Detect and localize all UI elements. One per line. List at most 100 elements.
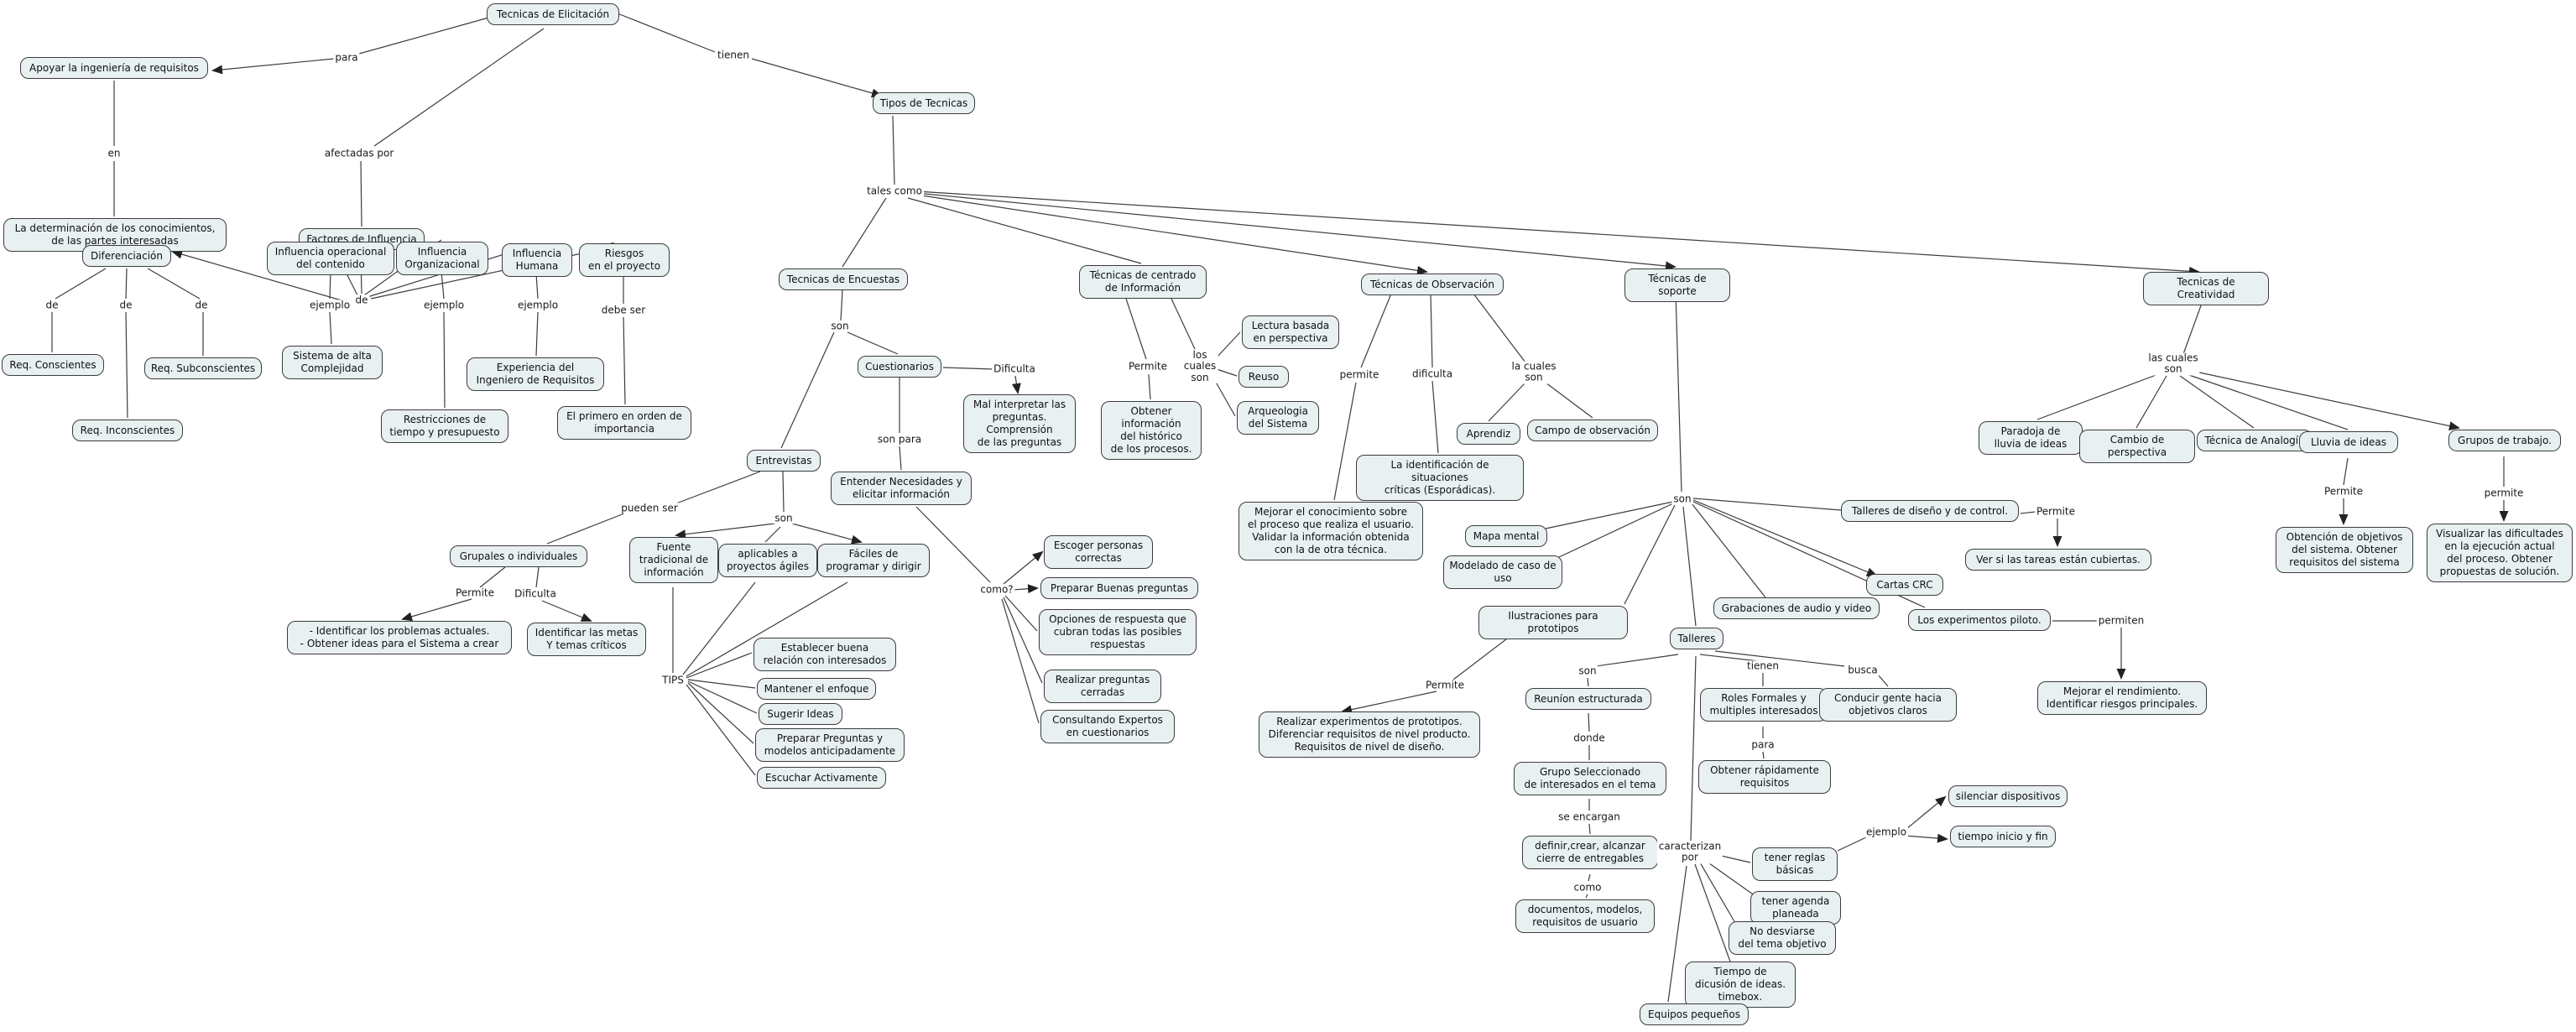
link-label-de-2[interactable]: de — [117, 299, 134, 311]
node-ilustraciones-prototipos[interactable]: Ilustraciones para prototipos — [1478, 606, 1628, 639]
node-definir-crear[interactable]: definir,crear, alcanzar cierre de entreg… — [1522, 836, 1658, 869]
link-label-los-cuales-son[interactable]: los cuales son — [1181, 348, 1218, 384]
node-identificar-metas[interactable]: Identificar las metas Y temas críticos — [527, 623, 646, 656]
node-mapa-mental[interactable]: Mapa mental — [1465, 525, 1547, 547]
node-preparar-preguntas-modelos[interactable]: Preparar Preguntas y modelos anticipadam… — [755, 728, 905, 762]
link-label-ejemplo-1[interactable]: ejemplo — [307, 299, 352, 311]
link-label-las-cuales-son[interactable]: las cuales son — [2146, 352, 2200, 376]
link-label-permite-grupos[interactable]: permite — [2482, 487, 2526, 499]
link-label-de-3[interactable]: de — [193, 299, 210, 311]
node-modelado-caso-uso[interactable]: Modelado de caso de uso — [1443, 555, 1562, 589]
node-riesgos-proyecto[interactable]: Riesgos en el proyecto — [579, 243, 670, 277]
link-label-para-roles[interactable]: para — [1749, 738, 1776, 751]
node-tecnicas-observacion[interactable]: Técnicas de Observación — [1361, 274, 1504, 295]
node-no-desviarse[interactable]: No desviarse del tema objetivo — [1729, 921, 1836, 955]
link-label-ejemplo-reglas[interactable]: ejemplo — [1864, 826, 1909, 838]
node-tener-agenda-planeada[interactable]: tener agenda planeada — [1750, 891, 1841, 925]
link-label-para[interactable]: para — [333, 51, 360, 64]
node-obtencion-objetivos[interactable]: Obtención de objetivos del sistema. Obte… — [2276, 527, 2413, 573]
node-lectura-perspectiva[interactable]: Lectura basada en perspectiva — [1242, 315, 1339, 349]
link-label-ejemplo-3[interactable]: ejemplo — [515, 299, 561, 311]
node-talleres[interactable]: Talleres — [1670, 628, 1723, 649]
node-tipos-de-tecnicas[interactable]: Tipos de Tecnicas — [873, 92, 975, 114]
node-tecnicas-soporte[interactable]: Técnicas de soporte — [1624, 268, 1730, 302]
link-label-permite-lluvia[interactable]: Permite — [2322, 485, 2365, 498]
node-realizar-preguntas-cerradas[interactable]: Realizar preguntas cerradas — [1044, 670, 1161, 703]
node-mal-interpretar[interactable]: Mal interpretar las preguntas. Comprensi… — [963, 394, 1076, 453]
link-label-en[interactable]: en — [106, 147, 123, 159]
link-label-tales-como[interactable]: tales como — [865, 185, 924, 197]
link-label-como-definir[interactable]: como — [1572, 881, 1603, 894]
node-aprendiz[interactable]: Aprendiz — [1457, 423, 1520, 445]
node-tecnicas-centrado-informacion[interactable]: Técnicas de centrado de Información — [1079, 265, 1207, 299]
link-label-ejemplo-2[interactable]: ejemplo — [421, 299, 467, 311]
node-reunion-estructurada[interactable]: Reuníon estructurada — [1525, 688, 1651, 710]
link-label-donde[interactable]: donde — [1572, 732, 1607, 744]
link-label-son-talleres[interactable]: son — [1577, 665, 1598, 677]
node-req-conscientes[interactable]: Req. Conscientes — [2, 354, 104, 376]
link-label-como-cuestionarios[interactable]: como? — [978, 583, 1015, 596]
link-label-dificulta-grupales[interactable]: Dificulta — [513, 587, 558, 600]
link-label-de-factores[interactable]: de — [353, 294, 370, 306]
node-identificacion-criticas[interactable]: La identificación de situaciones crítica… — [1356, 455, 1524, 501]
node-entrevistas[interactable]: Entrevistas — [747, 450, 821, 472]
link-label-son-soporte[interactable]: son — [1671, 493, 1693, 505]
node-cartas-crc[interactable]: Cartas CRC — [1866, 574, 1943, 596]
node-tecnica-analogia[interactable]: Técnica de Analogía — [2197, 430, 2313, 451]
node-tiempo-discusion[interactable]: Tiempo de dicusión de ideas. timebox. — [1685, 962, 1796, 1008]
node-req-subconscientes[interactable]: Req. Subconscientes — [144, 357, 262, 379]
node-identificar-problemas[interactable]: - Identificar los problemas actuales. - … — [287, 621, 512, 654]
node-consultando-expertos[interactable]: Consultando Expertos en cuestionarios — [1040, 710, 1175, 743]
node-roles-formales[interactable]: Roles Formales y multiples interesados — [1700, 688, 1828, 722]
node-grupos-trabajo[interactable]: Grupos de trabajo. — [2448, 430, 2561, 451]
link-label-caracterizan-por[interactable]: caracterizan por — [1656, 840, 1723, 864]
node-silenciar-dispositivos[interactable]: silenciar dispositivos — [1948, 785, 2068, 807]
node-documentos-modelos[interactable]: documentos, modelos, requisitos de usuar… — [1515, 899, 1655, 933]
link-label-tienen[interactable]: tienen — [715, 49, 752, 61]
node-tener-reglas-basicas[interactable]: tener reglas básicas — [1752, 847, 1838, 881]
node-tecnicas-de-elicitacion[interactable]: Tecnicas de Elicitación — [487, 3, 619, 25]
link-label-tips[interactable]: TIPS — [660, 674, 686, 686]
node-diferenciacion[interactable]: Diferenciación — [82, 245, 171, 267]
node-faciles-programar[interactable]: Fáciles de programar y dirigir — [817, 544, 930, 577]
node-lluvia-ideas[interactable]: Lluvia de ideas — [2299, 431, 2398, 453]
link-label-son-para[interactable]: son para — [875, 433, 924, 446]
node-escuchar-activamente[interactable]: Escuchar Activamente — [757, 767, 886, 789]
node-ver-tareas-cubiertas[interactable]: Ver si las tareas están cubiertas. — [1965, 549, 2151, 571]
link-label-permiten-experimentos[interactable]: permiten — [2096, 614, 2146, 627]
node-influencia-humana[interactable]: Influencia Humana — [502, 243, 572, 277]
link-label-permite-talleres-diseno[interactable]: Permite — [2034, 505, 2078, 518]
link-label-dificulta-observacion[interactable]: dificulta — [1410, 367, 1455, 380]
node-influencia-organizacional[interactable]: Influencia Organizacional — [396, 242, 488, 275]
node-reuso[interactable]: Reuso — [1238, 366, 1289, 388]
link-label-afectadas-por[interactable]: afectadas por — [322, 147, 396, 159]
node-obtener-rapidamente[interactable]: Obtener rápidamente requisitos — [1698, 760, 1831, 794]
node-escoger-personas[interactable]: Escoger personas correctas — [1044, 535, 1153, 569]
node-equipos-pequenos[interactable]: Equipos pequeños — [1640, 1003, 1749, 1025]
node-mejorar-conocimiento[interactable]: Mejorar el conocimiento sobre el proceso… — [1238, 502, 1423, 560]
link-label-permite-centrado[interactable]: Permite — [1126, 360, 1170, 373]
link-label-debe-ser[interactable]: debe ser — [599, 304, 648, 316]
link-label-permite-grupales[interactable]: Permite — [453, 586, 497, 599]
node-tiempo-inicio-fin[interactable]: tiempo inicio y fin — [1950, 826, 2056, 847]
link-label-pueden-ser[interactable]: pueden ser — [619, 502, 680, 514]
node-opciones-respuesta[interactable]: Opciones de respuesta que cubran todas l… — [1039, 609, 1197, 655]
node-tecnicas-encuestas[interactable]: Tecnicas de Encuestas — [779, 268, 908, 290]
node-grupales-individuales[interactable]: Grupales o individuales — [450, 545, 587, 567]
node-mantener-enfoque[interactable]: Mantener el enfoque — [757, 678, 876, 700]
link-label-tienen-talleres[interactable]: tienen — [1744, 659, 1781, 672]
node-tecnicas-creatividad[interactable]: Tecnicas de Creatividad — [2143, 272, 2269, 305]
link-label-permite-ilustraciones[interactable]: Permite — [1423, 679, 1467, 691]
node-apoyar-ingenieria[interactable]: Apoyar la ingeniería de requisitos — [20, 57, 208, 79]
node-conducir-gente[interactable]: Conducir gente hacia objetivos claros — [1819, 688, 1957, 722]
node-experimentos-piloto[interactable]: Los experimentos piloto. — [1908, 609, 2051, 631]
link-label-de-1[interactable]: de — [44, 299, 60, 311]
node-grupo-seleccionado[interactable]: Grupo Seleccionado de interesados en el … — [1514, 762, 1666, 795]
node-aplicables-agiles[interactable]: aplicables a proyectos ágiles — [718, 544, 817, 577]
node-restricciones-tiempo[interactable]: Restricciones de tiempo y presupuesto — [381, 409, 508, 443]
link-label-busca-talleres[interactable]: busca — [1846, 664, 1880, 676]
node-campo-observacion[interactable]: Campo de observación — [1527, 420, 1658, 441]
node-experiencia-ingeniero[interactable]: Experiencia del Ingeniero de Requisitos — [467, 357, 604, 391]
node-influencia-operacional[interactable]: Influencia operacional del contenido — [267, 242, 394, 275]
node-fuente-tradicional[interactable]: Fuente tradicional de información — [629, 537, 718, 583]
